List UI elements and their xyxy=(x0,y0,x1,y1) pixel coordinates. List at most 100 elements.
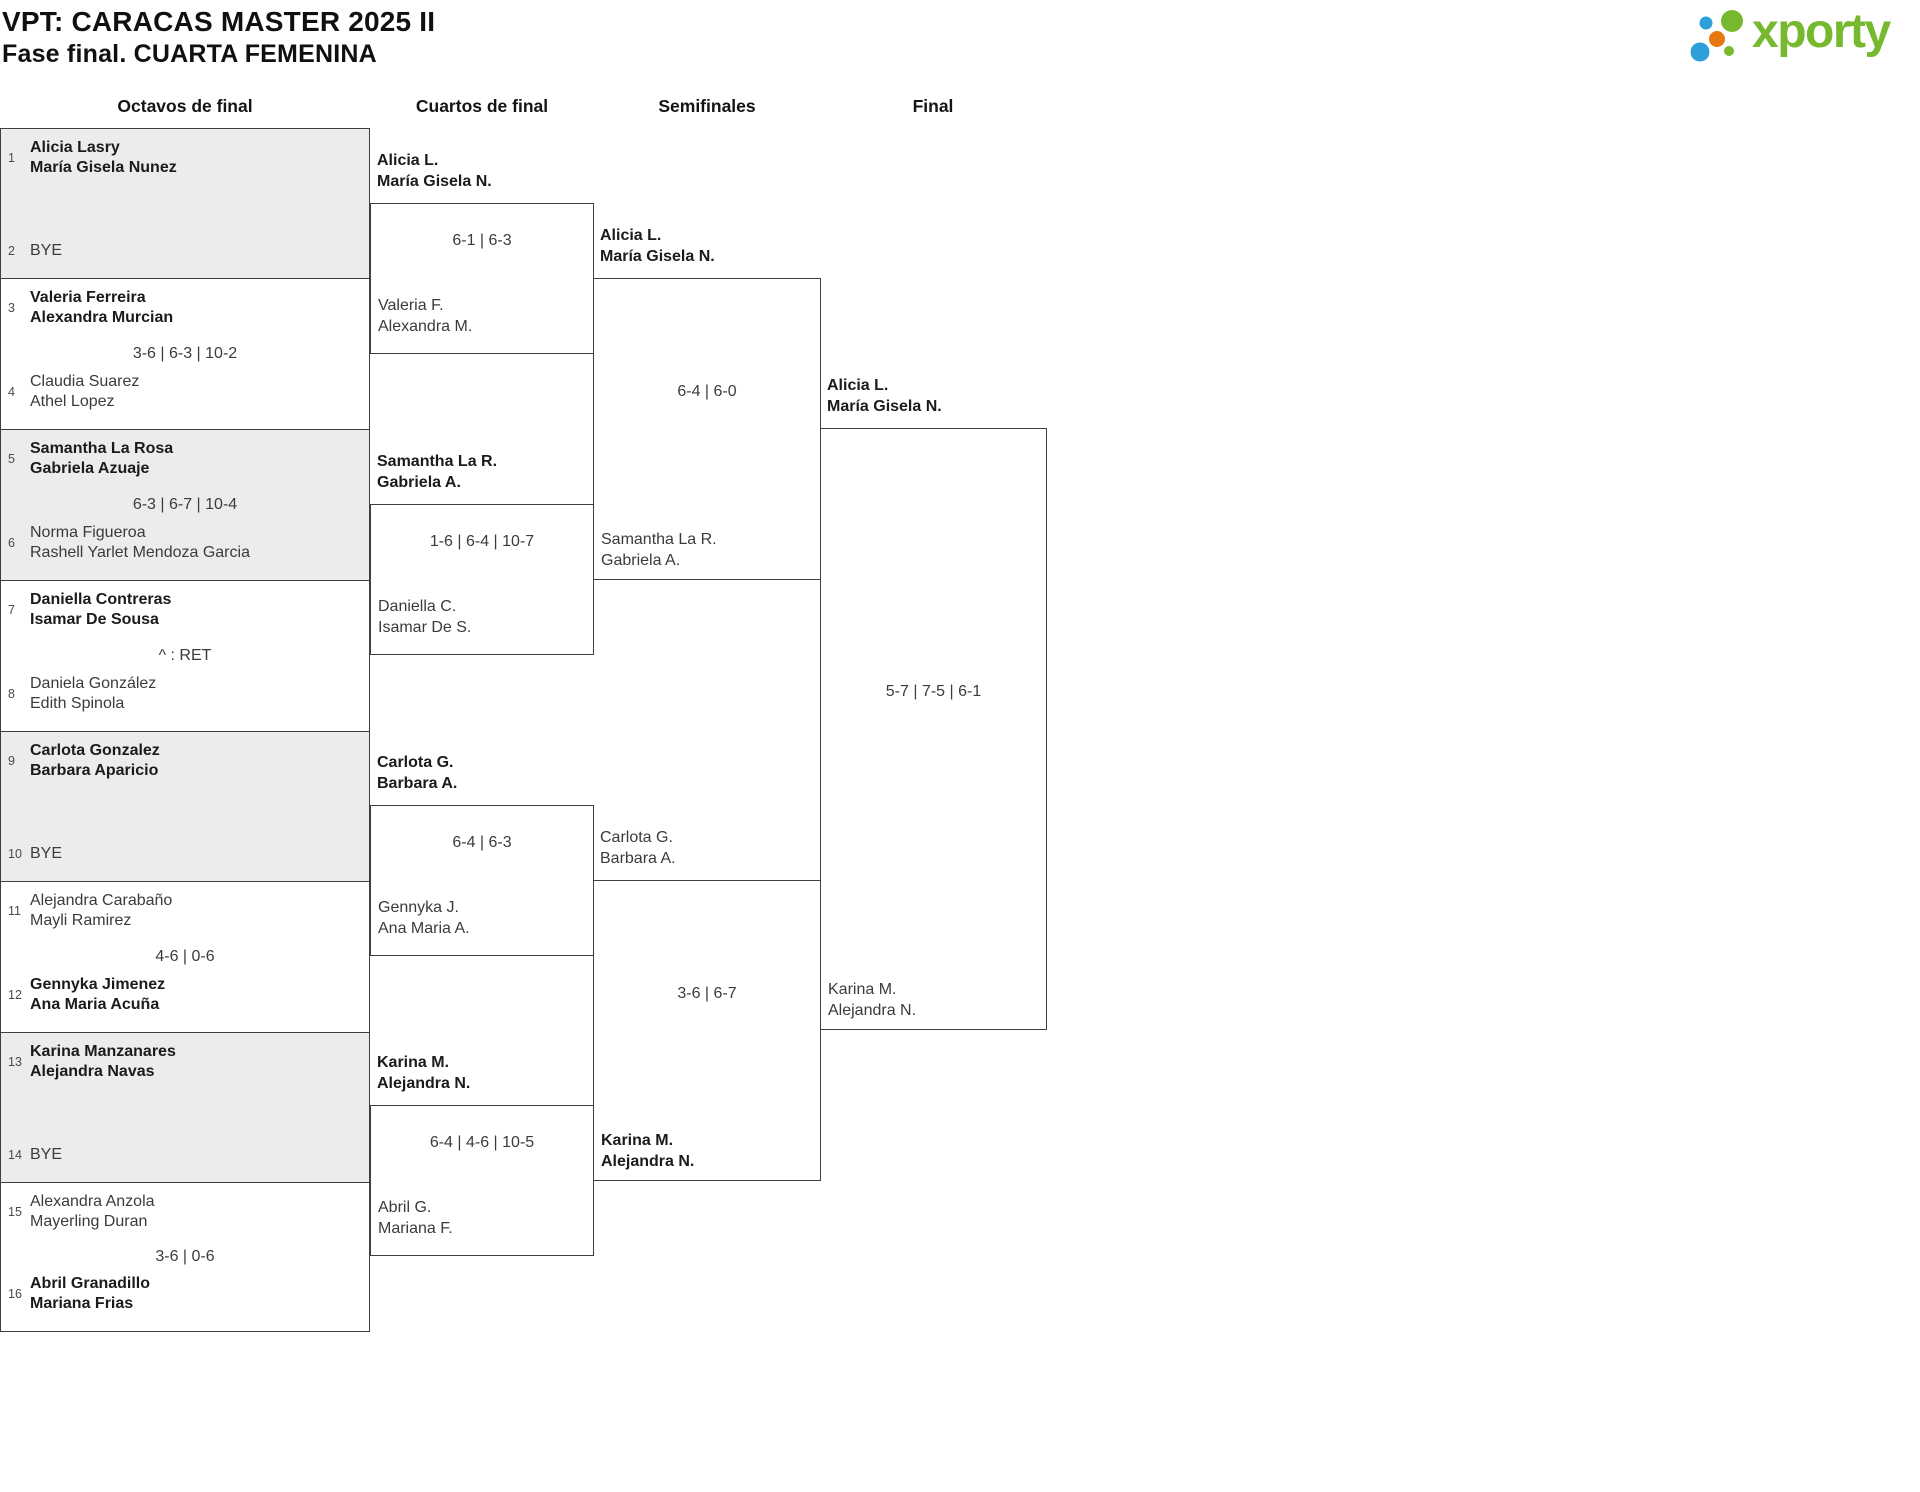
team-label: Daniella C. Isamar De S. xyxy=(378,596,471,638)
match-score: 3-6 | 0-6 xyxy=(155,1248,215,1265)
player-name: Abril Granadillo xyxy=(30,1275,151,1292)
team-entry: 2 BYE xyxy=(1,241,369,261)
seed-number: 1 xyxy=(8,151,15,165)
match-score: 6-3 | 6-7 | 10-4 xyxy=(132,496,238,513)
player-name: BYE xyxy=(30,1146,63,1163)
player-name: Mariana F. xyxy=(378,1220,453,1237)
player-name: BYE xyxy=(30,242,63,259)
match-box-cuartos-4: 6-4 | 4-6 | 10-5 Abril G. Mariana F. xyxy=(370,1105,594,1256)
seed-number: 3 xyxy=(8,301,15,315)
advancing-team-label: Karina M.Alejandra N. xyxy=(377,1052,470,1094)
match-box-cuartos-3: 6-4 | 6-3 Gennyka J.Ana Maria A. xyxy=(370,805,594,956)
round-header-final: Final xyxy=(912,96,954,116)
player-name: Carlota G. xyxy=(600,829,673,846)
player-name: Alexandra Murcian xyxy=(30,309,174,326)
seed-number: 11 xyxy=(8,904,21,918)
player-name: Barbara A. xyxy=(600,850,676,867)
seed-number: 12 xyxy=(8,988,22,1002)
player-name: Alexandra Anzola xyxy=(30,1193,155,1210)
seed-number: 9 xyxy=(8,754,15,768)
player-name: Ana Maria Acuña xyxy=(30,996,160,1013)
player-name: Mayerling Duran xyxy=(30,1213,148,1230)
match-score: 6-4 | 6-3 xyxy=(452,834,512,851)
page-title: VPT: CARACAS MASTER 2025 II xyxy=(2,6,436,37)
match-score: 6-1 | 6-3 xyxy=(452,232,512,249)
player-name: María Gisela N. xyxy=(600,248,715,265)
player-name: Samantha La R. xyxy=(601,531,717,548)
player-name: María Gisela N. xyxy=(377,173,492,190)
team-label: Valeria F. Alexandra M. xyxy=(378,295,472,337)
player-name: Alicia Lasry xyxy=(30,139,120,156)
player-name: Barbara A. xyxy=(377,775,458,792)
seed-number: 2 xyxy=(8,244,15,258)
match-score: 4-6 | 0-6 xyxy=(155,948,215,965)
match-score: 3-6 | 6-7 xyxy=(677,985,737,1002)
player-name: Valeria F. xyxy=(378,297,444,314)
page-subtitle: Fase final. CUARTA FEMENINA xyxy=(2,40,377,68)
player-name: Gabriela Azuaje xyxy=(30,460,150,477)
player-name: Karina M. xyxy=(828,981,897,998)
match-score: 6-4 | 4-6 | 10-5 xyxy=(429,1134,535,1151)
round-header-octavos: Octavos de final xyxy=(117,96,253,116)
player-name: Isamar De S. xyxy=(378,619,472,636)
match-box-semifinal-1: 6-4 | 6-0 Samantha La R.Gabriela A. xyxy=(593,278,821,580)
match-score: 5-7 | 7-5 | 6-1 xyxy=(885,683,982,700)
player-name: Alicia L. xyxy=(600,227,662,244)
player-name: Daniella C. xyxy=(378,598,457,615)
player-name: Barbara Aparicio xyxy=(30,762,159,779)
team-entry: 14 BYE xyxy=(1,1145,369,1165)
player-name: Gabriela A. xyxy=(377,474,461,491)
seed-number: 16 xyxy=(8,1287,22,1301)
player-name: Abril G. xyxy=(378,1199,432,1216)
match-score: ^ : RET xyxy=(158,647,212,664)
advancing-team-label: Alicia L.María Gisela N. xyxy=(377,150,492,192)
xporty-logo[interactable]: xporty xyxy=(1686,2,1918,70)
advancing-team-label: Alicia L. María Gisela N. xyxy=(600,225,715,267)
player-name: Alexandra M. xyxy=(378,318,473,335)
player-name: Mariana Frias xyxy=(30,1295,134,1312)
advancing-team-label: Carlota G. Barbara A. xyxy=(600,827,676,869)
player-name: Gennyka Jimenez xyxy=(30,976,166,993)
seed-number: 7 xyxy=(8,603,15,617)
player-name: Claudia Suarez xyxy=(30,373,140,390)
player-name: Athel Lopez xyxy=(30,393,115,410)
seed-number: 8 xyxy=(8,687,15,701)
team-label: Samantha La R.Gabriela A. xyxy=(601,529,717,571)
player-name: Alejandra Navas xyxy=(30,1063,155,1080)
match-box-cuartos-1: 6-1 | 6-3 Valeria F. Alexandra M. xyxy=(370,203,594,354)
player-name: Gennyka J. xyxy=(378,899,459,916)
seed-number: 10 xyxy=(8,847,22,861)
player-name: Alejandra Carabaño xyxy=(30,892,173,909)
player-name: BYE xyxy=(30,845,63,862)
seed-number: 15 xyxy=(8,1205,22,1219)
player-name: Mayli Ramirez xyxy=(30,912,132,929)
match-score: 6-4 | 6-0 xyxy=(677,383,737,400)
advancing-team-label: Carlota G.Barbara A. xyxy=(377,752,457,794)
seed-number: 14 xyxy=(8,1148,22,1162)
player-name: Alejandra N. xyxy=(828,1002,917,1019)
team-label: Gennyka J.Ana Maria A. xyxy=(378,897,470,939)
player-name: Carlota Gonzalez xyxy=(30,742,160,759)
player-name: Alejandra N. xyxy=(601,1153,695,1170)
player-name: Karina M. xyxy=(377,1054,450,1071)
seed-number: 4 xyxy=(8,385,15,399)
player-name: Rashell Yarlet Mendoza Garcia xyxy=(30,544,250,561)
round-header-cuartos: Cuartos de final xyxy=(415,96,549,116)
match-score: 1-6 | 6-4 | 10-7 xyxy=(429,533,535,550)
xporty-logo-text: xporty xyxy=(1752,5,1891,58)
player-name: Alicia L. xyxy=(827,377,889,394)
